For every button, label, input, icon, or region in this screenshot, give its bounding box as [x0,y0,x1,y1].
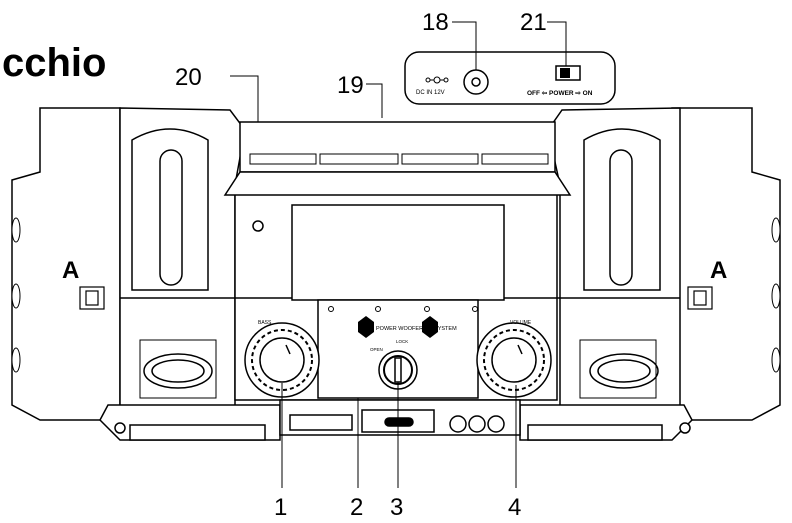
callout-1: 1 [274,494,287,521]
bottom-leader-lines [281,382,517,488]
lower-speaker-ports [139,339,659,399]
right-knob-label: VOLUME [510,320,532,326]
left-buckle-inner-icon [85,290,99,306]
base-port-2 [468,415,486,433]
dc-polarity-icon [425,76,449,84]
right-port-inner [597,359,651,383]
side-edge-bumps [11,217,781,373]
badge-left-hex-icon [358,316,374,338]
open-label: OPEN [370,347,383,352]
base-slot-left [289,414,353,431]
leader-19 [366,83,383,118]
callout-20: 20 [175,64,202,91]
panel-label: POWER WOOFER CD SYSTEM [376,326,457,332]
leader-21 [547,21,567,66]
lid-dots [328,306,478,312]
left-port-frame [139,339,217,399]
left-foot-tread [129,424,266,441]
base-port-3 [487,415,505,433]
carry-bar-grille [249,153,549,165]
right-handle-slot [609,149,633,286]
right-foot-tread [527,424,663,441]
lock-knob-group: OPEN LOCK [370,339,418,390]
left-handle-slot [159,149,183,286]
callout-21: 21 [520,9,547,36]
cd-lid[interactable] [291,204,505,301]
callout-4: 4 [508,494,521,521]
side-label-left: A [62,257,79,284]
left-knob-label: BASS [258,320,272,326]
lock-label: LOCK [396,339,408,344]
power-switch-slider-icon [560,68,570,78]
right-knob-pointer-icon [517,344,523,355]
left-knob[interactable] [259,337,305,383]
left-port-inner [151,359,205,383]
heading-fragment: cchio [2,41,106,85]
lock-knob-slot-icon [394,357,402,383]
callout-3: 3 [390,494,403,521]
carry-bar-base [223,171,572,196]
callout-19: 19 [337,72,364,99]
badge-right-hex-icon [422,316,438,338]
panel-badge: POWER WOOFER CD SYSTEM [358,316,457,338]
dc-in-pin-icon [471,77,481,87]
right-knob[interactable] [491,337,537,383]
rear-panel-inset: DC IN 12V OFF ⇦ POWER ⇨ ON [404,51,616,105]
callout-2: 2 [350,494,363,521]
base-port-1 [449,415,467,433]
small-button[interactable] [252,220,264,232]
device-body [11,107,781,421]
dc-in-label: DC IN 12V [416,90,445,96]
callout-18: 18 [422,9,449,36]
left-knob-pointer-icon [285,344,291,355]
inset-frame [404,51,616,105]
right-port-frame [579,339,657,399]
right-foot-screw-icon [679,422,691,434]
strap-buckles [79,286,713,310]
side-label-right: A [710,257,727,284]
power-switch-label: OFF ⇦ POWER ⇨ ON [527,90,593,97]
leader-18 [452,21,477,70]
device-base [99,399,693,441]
right-knob-group: VOLUME [476,320,552,398]
left-knob-group: BASS [244,320,320,398]
base-connector-icon [384,417,414,427]
right-buckle-inner-icon [693,290,707,306]
left-foot-screw-icon [114,422,126,434]
